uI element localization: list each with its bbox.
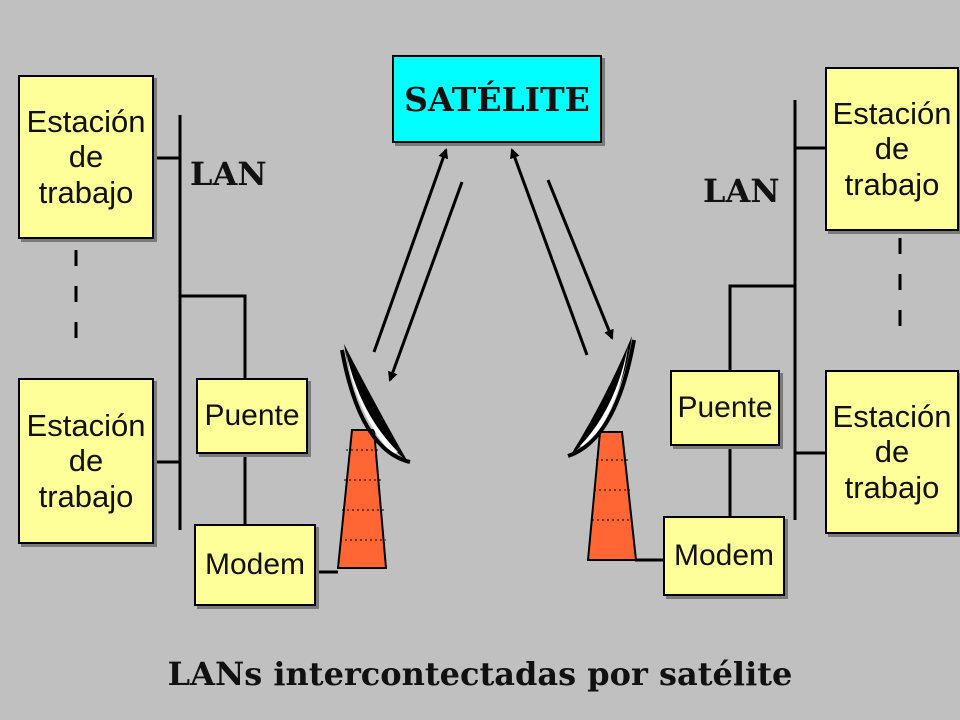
satellite-box: SATÉLITE <box>392 55 602 143</box>
left-workstation-top: Estación de trabajo <box>18 75 154 239</box>
left-workstation-bottom: Estación de trabajo <box>18 378 154 544</box>
station-line-1: Estación <box>832 398 952 434</box>
left-bridge-link <box>180 294 247 378</box>
diagram-caption: LANs intercontectadas por satélite <box>167 655 793 693</box>
bridge-label: Puente <box>677 391 773 424</box>
right-workstation-bottom: Estación de trabajo <box>825 370 959 534</box>
satellite-label: SATÉLITE <box>404 79 590 119</box>
right-bridge-link <box>728 284 795 370</box>
station-line-1: Estación <box>832 95 952 131</box>
station-line-3: trabajo <box>844 166 940 202</box>
left-lan-label: LAN <box>190 155 267 193</box>
station-line-3: trabajo <box>38 478 134 514</box>
station-line-2: de <box>874 434 910 470</box>
station-line-2: de <box>68 139 104 175</box>
right-antenna-tower-icon <box>586 431 638 561</box>
right-satellite-dish-icon <box>567 336 636 458</box>
bridge-label: Puente <box>204 399 300 432</box>
station-line-3: trabajo <box>844 469 940 505</box>
station-line-2: de <box>874 131 910 167</box>
station-line-1: Estación <box>26 103 146 139</box>
uplink-right-arrow <box>510 148 589 356</box>
station-line-3: trabajo <box>38 174 134 210</box>
station-line-2: de <box>68 443 104 479</box>
modem-label: Modem <box>204 548 306 581</box>
left-bridge-box: Puente <box>196 378 308 454</box>
left-antenna-tower-icon <box>336 429 388 569</box>
right-modem-box: Modem <box>663 516 785 596</box>
modem-label: Modem <box>673 539 775 572</box>
left-satellite-dish-icon <box>340 344 411 464</box>
right-bridge-box: Puente <box>670 370 780 446</box>
downlink-left-arrow <box>388 181 464 382</box>
downlink-right-arrow <box>546 179 614 340</box>
station-line-1: Estación <box>26 407 146 443</box>
right-workstation-top: Estación de trabajo <box>825 67 959 231</box>
right-lan-label: LAN <box>703 172 780 210</box>
left-modem-box: Modem <box>194 524 316 606</box>
uplink-left-arrow <box>372 148 449 353</box>
